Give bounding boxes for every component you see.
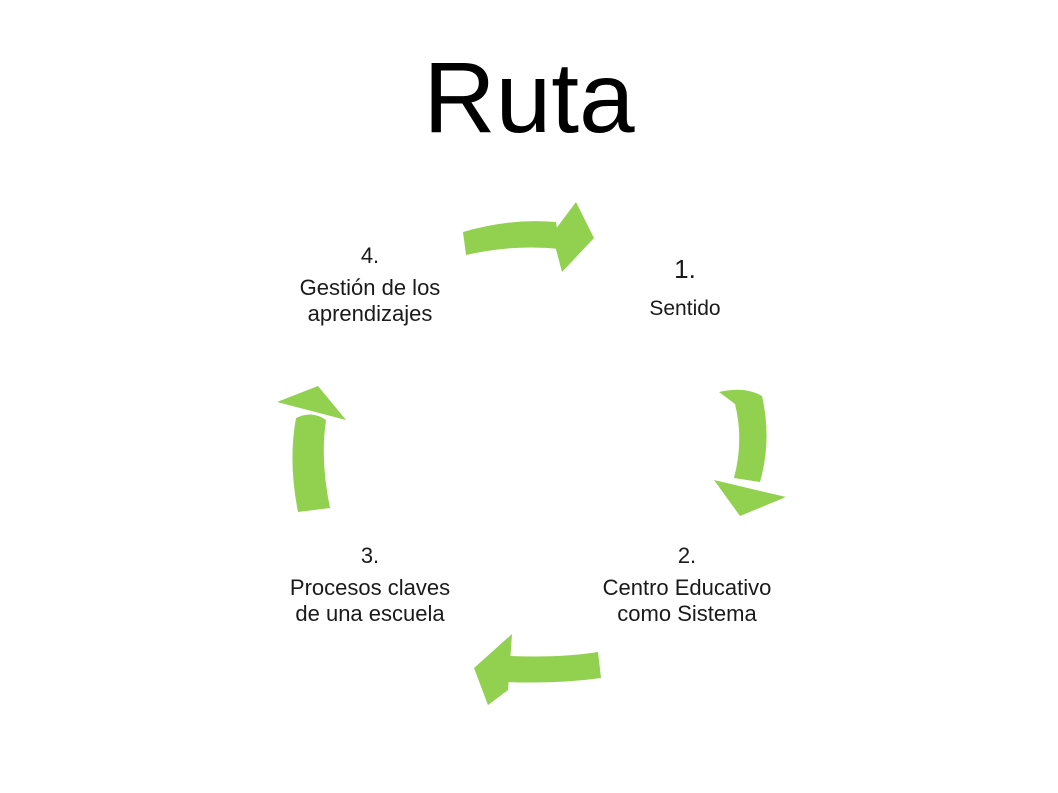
step-number: 3. (360, 543, 380, 568)
cycle-step-3: 3. Procesos claves de una escuela (280, 543, 460, 627)
step-label: Sentido (649, 297, 721, 320)
slide-title: Ruta (423, 42, 635, 154)
step-label: Centro Educativo como Sistema (602, 575, 772, 626)
step-number: 4. (360, 243, 380, 268)
arrow-3-to-4 (277, 386, 346, 512)
arrow-2-to-3 (474, 634, 601, 705)
cycle-step-1: 1. Sentido (600, 254, 770, 322)
step-number: 1. (674, 254, 696, 284)
step-label: Gestión de los aprendizajes (299, 275, 441, 326)
cycle-step-4: 4. Gestión de los aprendizajes (280, 243, 460, 327)
cycle-step-2: 2. Centro Educativo como Sistema (592, 543, 782, 627)
step-label: Procesos claves de una escuela (289, 575, 451, 626)
step-number: 2. (677, 543, 697, 568)
arrow-4-to-1 (463, 202, 594, 272)
arrow-1-to-2 (714, 389, 786, 516)
